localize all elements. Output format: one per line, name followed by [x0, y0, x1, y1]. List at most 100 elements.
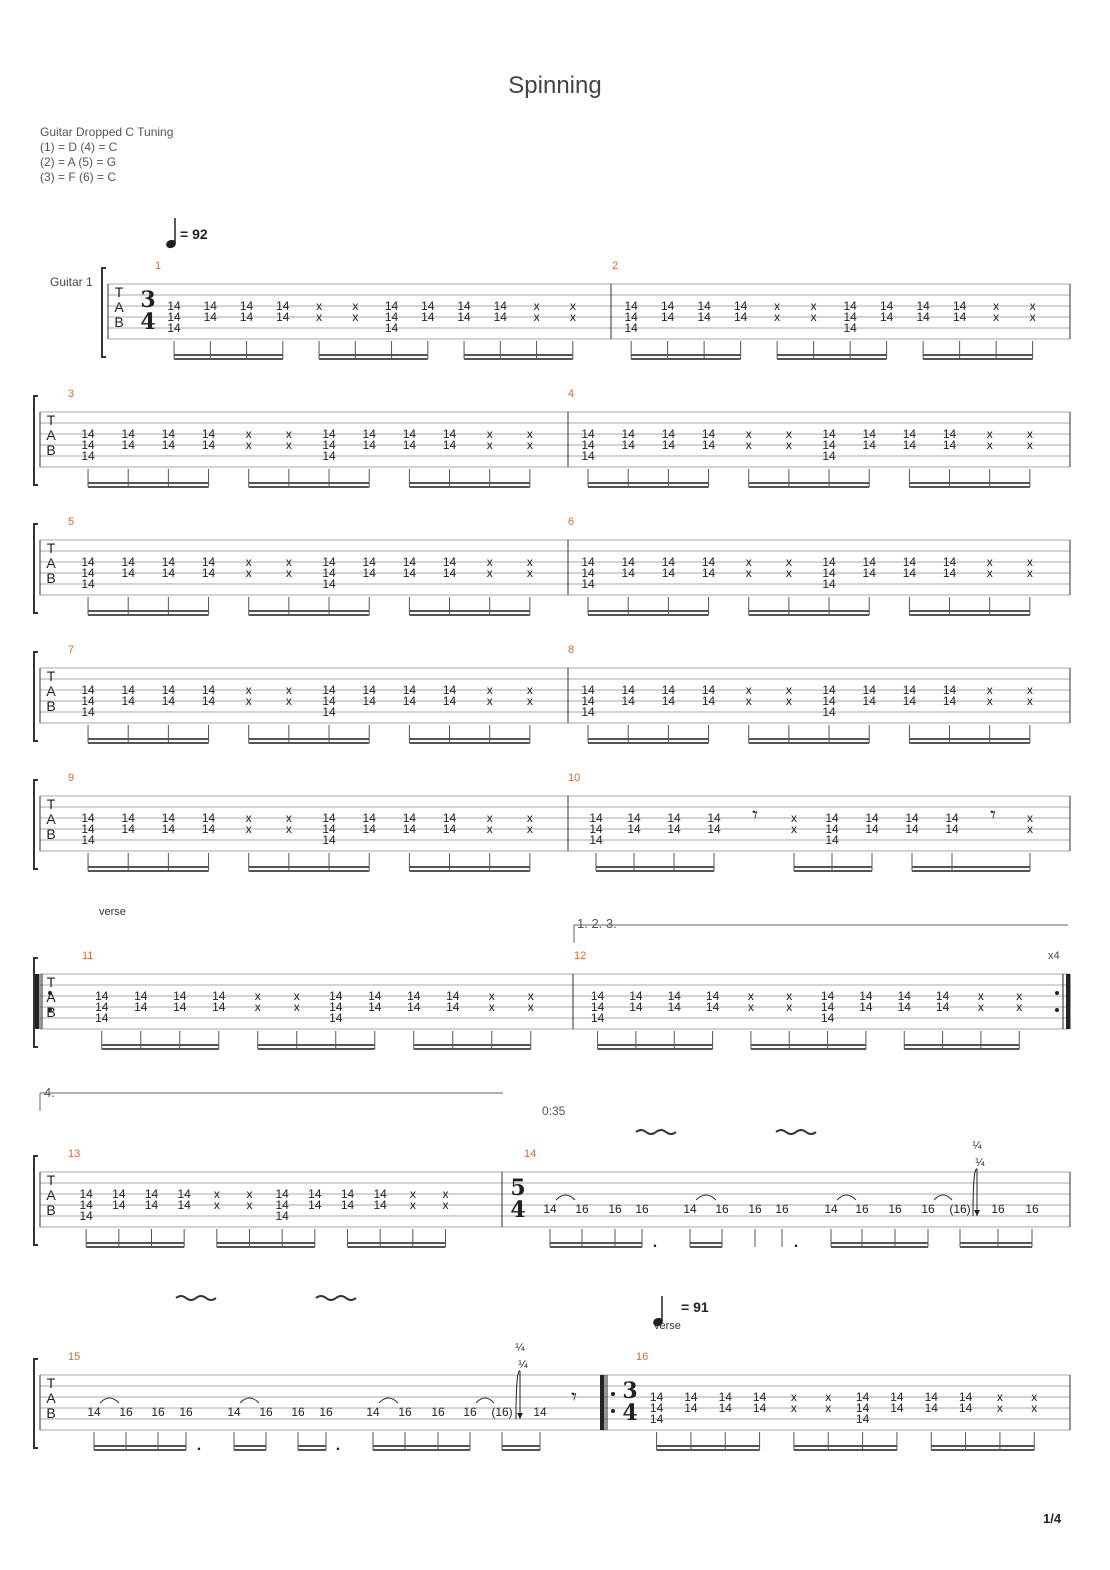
tab-fret-number: 14	[825, 822, 839, 836]
tab-fret-number: 14	[177, 1198, 191, 1212]
tab-fret-number: 14	[702, 427, 716, 441]
tab-fret-number: 14	[112, 1187, 126, 1201]
tab-clef-letter: T	[47, 974, 56, 990]
tab-fret-number: 14	[622, 683, 636, 697]
tab-fret-number: x	[246, 427, 252, 441]
tab-fret-number: x	[255, 1000, 261, 1014]
tab-clef-letter: B	[46, 1004, 55, 1020]
tab-fret-number: 14	[856, 1401, 870, 1415]
tab-fret-number: 14	[322, 449, 336, 463]
tab-fret-number: 14	[212, 989, 226, 1003]
tab-fret-number: 14	[916, 310, 930, 324]
tab-fret-number: 14	[385, 299, 399, 313]
tab-fret-number: 16	[463, 1405, 477, 1419]
tab-fret-number: x	[410, 1187, 416, 1201]
tab-fret-number: 14	[581, 577, 595, 591]
slide-tie	[378, 1397, 399, 1404]
tab-fret-number: x	[214, 1187, 220, 1201]
bend-arrow	[515, 1370, 521, 1420]
tab-fret-number: 14	[629, 1000, 643, 1014]
tab-fret-number: 14	[936, 1000, 950, 1014]
tab-fret-number: 14	[167, 310, 181, 324]
tab-fret-number: x	[316, 299, 322, 313]
tab-fret-number: 14	[650, 1412, 664, 1426]
tab-fret-number: 14	[385, 310, 399, 324]
tab-fret-number: 14	[589, 822, 603, 836]
tab-fret-number: x	[487, 811, 493, 825]
tab-fret-number: x	[746, 427, 752, 441]
system-bracket	[33, 523, 38, 614]
tab-fret-number: 14	[443, 822, 457, 836]
tab-fret-number: 14	[822, 694, 836, 708]
tab-fret-number: x	[286, 811, 292, 825]
tab-fret-number: x	[1016, 989, 1022, 1003]
tab-fret-number: 14	[863, 555, 877, 569]
tab-fret-number: x	[286, 822, 292, 836]
tab-fret-number: x	[746, 438, 752, 452]
tab-clef-letter: B	[46, 1405, 55, 1421]
tab-fret-number: 14	[79, 1187, 93, 1201]
vibrato-mark	[175, 1295, 217, 1301]
tab-fret-number: 14	[202, 555, 216, 569]
tab-fret-number: 14	[880, 310, 894, 324]
tab-fret-number: 14	[494, 299, 508, 313]
tab-fret-number: 14	[322, 694, 336, 708]
tab-fret-number: 16	[119, 1405, 133, 1419]
repeat-dot	[1055, 1008, 1059, 1012]
tab-fret-number: 14	[591, 1000, 605, 1014]
tab-fret-number: 14	[122, 822, 136, 836]
tab-fret-number: 14	[863, 427, 877, 441]
tab-fret-number: x	[746, 683, 752, 697]
tab-fret-number: 14	[821, 1011, 835, 1025]
tab-fret-number: 14	[543, 1202, 557, 1216]
tuning-heading: Guitar Dropped C Tuning	[40, 125, 174, 139]
tab-fret-number: 14	[945, 811, 959, 825]
tab-fret-number: 14	[627, 811, 641, 825]
system-bracket	[101, 267, 106, 358]
tab-fret-number: 16	[855, 1202, 869, 1216]
tab-fret-number: 14	[227, 1405, 241, 1419]
bend-arrow	[972, 1168, 978, 1217]
tab-fret-number: x	[246, 438, 252, 452]
measure-number: 5	[68, 516, 74, 528]
tab-clef-letter: B	[46, 1202, 55, 1218]
measure-number: 6	[568, 516, 574, 528]
tab-fret-number: x	[746, 566, 752, 580]
tab-fret-number: 14	[662, 427, 676, 441]
tab-fret-number: 14	[903, 694, 917, 708]
tab-clef-letter: A	[46, 1187, 56, 1203]
tab-fret-number: 14	[204, 310, 218, 324]
repeat-count: x4	[1048, 950, 1060, 962]
tab-fret-number: 14	[753, 1401, 767, 1415]
measure-number: 11	[82, 950, 93, 962]
tab-fret-number: 14	[167, 321, 181, 335]
tab-fret-number: x	[774, 299, 780, 313]
tab-fret-number: 14	[81, 438, 95, 452]
tab-fret-number: 14	[863, 683, 877, 697]
tab-fret-number: 14	[368, 989, 382, 1003]
section-label: verse	[99, 906, 126, 918]
rest-symbol: 𝄾	[752, 803, 758, 828]
tab-fret-number: 14	[308, 1187, 322, 1201]
tab-fret-number: 14	[697, 299, 711, 313]
tab-fret-number: x	[786, 555, 792, 569]
tab-fret-number: 14	[581, 449, 595, 463]
tab-fret-number: x	[786, 683, 792, 697]
tab-fret-number: x	[294, 1000, 300, 1014]
tab-fret-number: 14	[898, 989, 912, 1003]
tab-clef-letter: T	[47, 1375, 56, 1391]
tab-fret-number: 14	[443, 694, 457, 708]
tab-fret-number: x	[748, 1000, 754, 1014]
tab-fret-number: 14	[275, 1198, 289, 1212]
tab-fret-number: x	[527, 438, 533, 452]
dot: .	[336, 1437, 340, 1454]
tab-fret-number: 14	[134, 1000, 148, 1014]
tab-fret-number: 14	[943, 683, 957, 697]
tab-fret-number: 14	[661, 310, 675, 324]
tab-fret-number: x	[534, 299, 540, 313]
bend-arrowhead	[974, 1210, 980, 1216]
tab-fret-number: 14	[494, 310, 508, 324]
tab-fret-number: 14	[162, 811, 176, 825]
tab-fret-number: x	[487, 555, 493, 569]
tab-fret-number: 14	[624, 321, 638, 335]
